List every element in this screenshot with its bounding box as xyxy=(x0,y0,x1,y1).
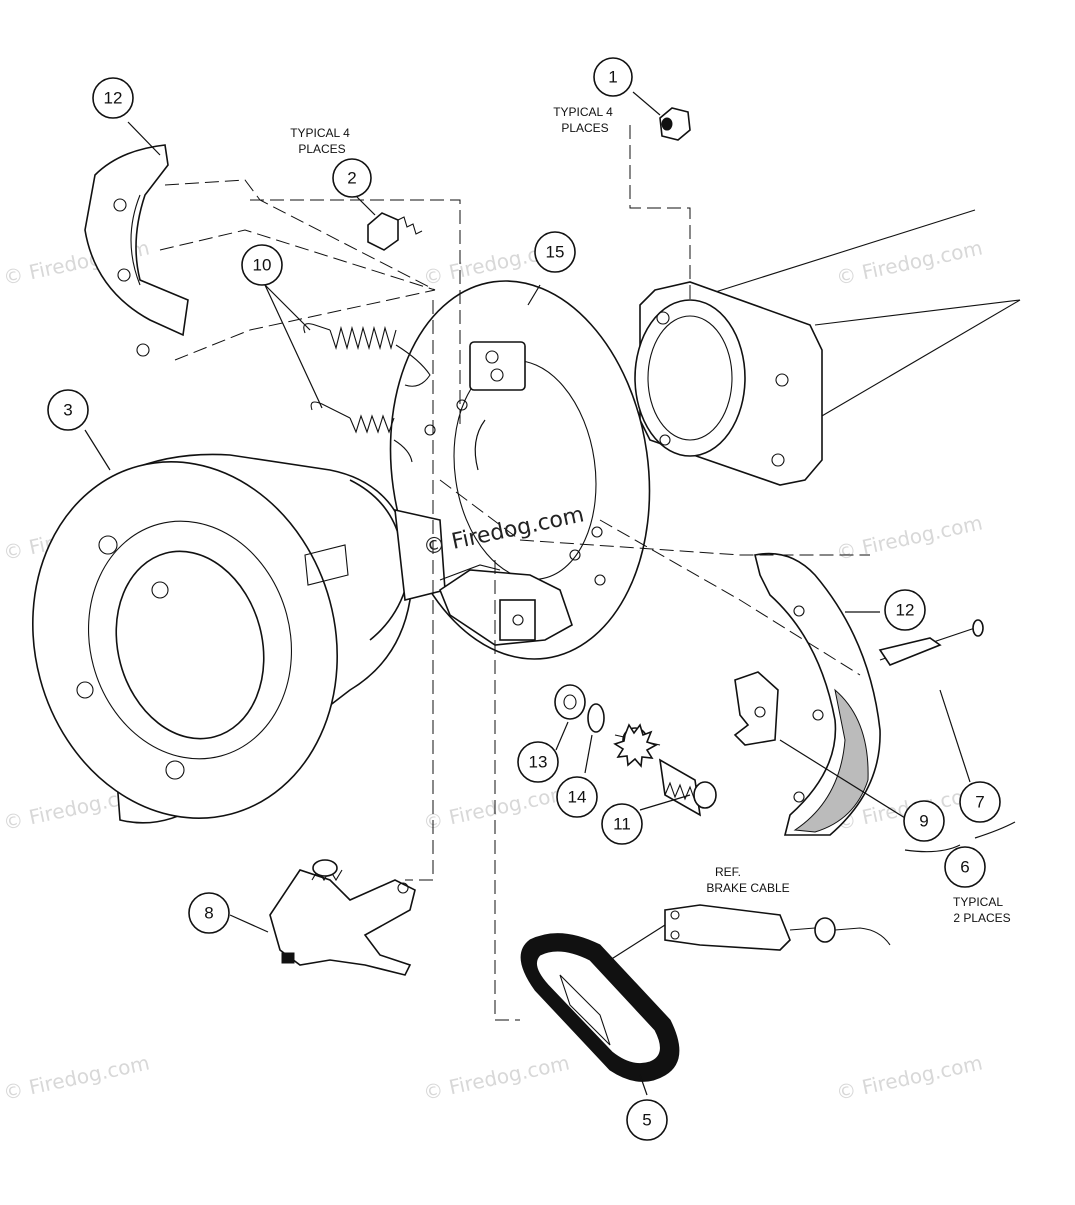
callout-label: 11 xyxy=(613,815,631,834)
callout-10: 10 xyxy=(241,244,283,286)
callout-13: 13 xyxy=(517,741,559,783)
watermark: © Firedog.com xyxy=(1,1050,151,1104)
callout-label: 9 xyxy=(919,812,928,831)
callout-12-lower: 12 xyxy=(884,589,926,631)
note-typical-4-places-line2: PLACES xyxy=(298,142,345,156)
callout-label: 3 xyxy=(63,401,72,420)
note-typical-4-places: TYPICAL 4 xyxy=(290,126,350,140)
watermark: © Firedog.com xyxy=(421,780,571,834)
springs xyxy=(303,323,431,463)
axle-shaft xyxy=(689,209,1021,421)
callout-label: 5 xyxy=(642,1111,651,1130)
callout-label: 8 xyxy=(204,904,213,923)
callout-15: 15 xyxy=(534,231,576,273)
callout-7: 7 xyxy=(959,781,1001,823)
leader-lines xyxy=(84,91,1016,1096)
brake-shoe-upper xyxy=(84,144,189,357)
note-typical-2-places-line2: 2 PLACES xyxy=(953,911,1010,925)
lock-nut xyxy=(659,107,691,141)
callout-label: 13 xyxy=(529,753,548,772)
brake-cable-clevis xyxy=(664,904,891,951)
callout-12-upper: 12 xyxy=(92,77,134,119)
callout-label: 6 xyxy=(960,858,969,877)
hold-down-pin xyxy=(878,619,984,666)
callout-5: 5 xyxy=(626,1099,668,1141)
callout-label: 1 xyxy=(608,68,617,87)
axle-bearing-housing xyxy=(634,281,823,486)
note-ref-label: REF. xyxy=(715,865,741,879)
callout-1: 1 xyxy=(593,57,633,97)
callout-label: 15 xyxy=(546,243,565,262)
mounting-bolt xyxy=(367,212,423,251)
washers xyxy=(554,684,605,733)
dust-cover xyxy=(520,933,680,1082)
note-typical-2-places: TYPICAL xyxy=(953,895,1003,909)
adjuster-screw xyxy=(613,723,717,817)
callout-label: 10 xyxy=(253,256,272,275)
callout-8: 9 xyxy=(903,800,945,842)
brake-drum xyxy=(32,453,446,824)
callout-14: 14 xyxy=(556,776,598,818)
brake-lever xyxy=(269,859,416,976)
callout-label: 7 xyxy=(975,793,984,812)
backing-plate xyxy=(389,280,651,660)
callout-11: 11 xyxy=(601,803,643,845)
callout-label: 2 xyxy=(347,169,356,188)
brake-shoe-lower xyxy=(754,552,881,836)
callout-label: 14 xyxy=(568,788,587,807)
note-typical-4-places-line2: PLACES xyxy=(561,121,608,135)
adjuster-bracket xyxy=(439,564,573,646)
watermark: © Firedog.com xyxy=(834,1050,984,1104)
callout-2: 2 xyxy=(332,158,372,198)
shoe-clip xyxy=(733,671,779,746)
watermark: © Firedog.com xyxy=(421,1050,571,1104)
assembly-centerlines xyxy=(159,125,870,1021)
watermark: © Firedog.com xyxy=(834,510,984,564)
callout-3: 3 xyxy=(47,389,89,431)
note-typical-4-places: TYPICAL 4 xyxy=(553,105,613,119)
callout-label: 12 xyxy=(896,601,915,620)
callout-9: 8 xyxy=(188,892,230,934)
watermark: © Firedog.com xyxy=(834,235,984,289)
callout-label: 12 xyxy=(104,89,123,108)
callout-6: 6 xyxy=(944,846,986,888)
note-brake-cable: BRAKE CABLE xyxy=(706,881,789,895)
